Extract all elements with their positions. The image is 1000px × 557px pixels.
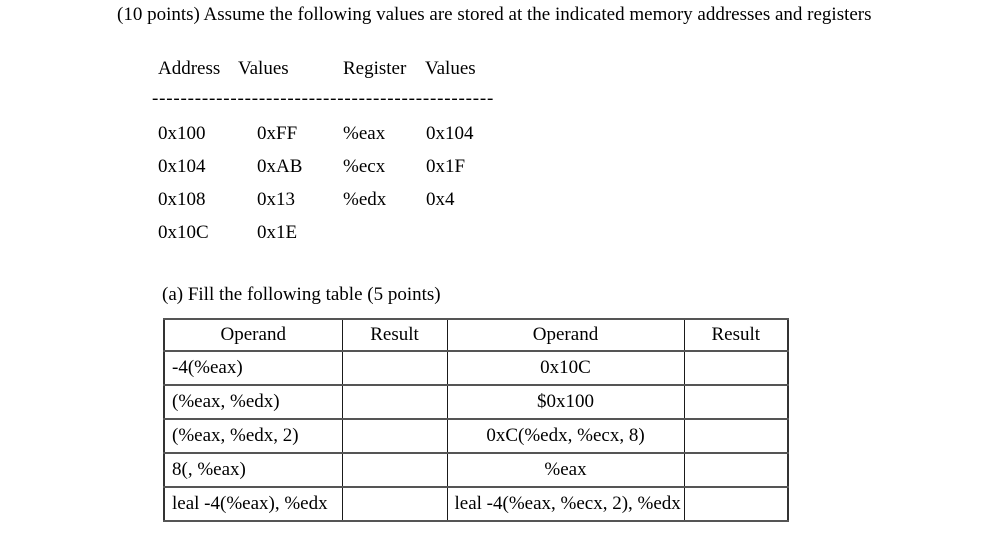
result-header-right: Result bbox=[683, 318, 789, 352]
memory-col-header-register-values: Values bbox=[425, 58, 476, 79]
dashed-divider: ----------------------------------------… bbox=[152, 88, 495, 109]
table-row: 8(, %eax) %eax bbox=[163, 452, 789, 488]
operand-cell: (%eax, %edx) bbox=[163, 384, 343, 420]
result-cell bbox=[683, 384, 789, 420]
memory-value: 0x1E bbox=[257, 222, 298, 243]
memory-listing-header-row: Address Values Register Values bbox=[0, 58, 1000, 82]
result-cell bbox=[341, 486, 448, 522]
memory-value: 0x13 bbox=[257, 189, 295, 210]
memory-col-header-values: Values bbox=[238, 58, 289, 79]
result-cell bbox=[683, 350, 789, 386]
operand-cell: leal -4(%eax, %ecx, 2), %edx bbox=[446, 486, 685, 522]
operand-cell: 0xC(%edx, %ecx, 8) bbox=[446, 418, 685, 454]
result-cell bbox=[683, 486, 789, 522]
register-name: %edx bbox=[343, 189, 387, 210]
result-cell bbox=[683, 418, 789, 454]
result-cell bbox=[341, 384, 448, 420]
result-cell bbox=[341, 418, 448, 454]
memory-row: 0x10C 0x1E bbox=[0, 222, 1000, 246]
memory-row: 0x100 0xFF %eax 0x104 bbox=[0, 123, 1000, 147]
operand-cell: %eax bbox=[446, 452, 685, 488]
part-a-heading: (a) Fill the following table (5 points) bbox=[162, 284, 441, 305]
memory-address: 0x104 bbox=[158, 156, 206, 177]
operand-cell: 0x10C bbox=[446, 350, 685, 386]
table-row: leal -4(%eax), %edx leal -4(%eax, %ecx, … bbox=[163, 486, 789, 522]
register-name: %ecx bbox=[343, 156, 386, 177]
operand-table-header-row: Operand Result Operand Result bbox=[163, 318, 789, 352]
operand-cell: (%eax, %edx, 2) bbox=[163, 418, 343, 454]
memory-address: 0x10C bbox=[158, 222, 209, 243]
register-value: 0x1F bbox=[426, 156, 466, 177]
question-text: (10 points) Assume the following values … bbox=[117, 4, 872, 25]
operand-cell: -4(%eax) bbox=[163, 350, 343, 386]
operand-cell: $0x100 bbox=[446, 384, 685, 420]
operand-result-table: Operand Result Operand Result -4(%eax) 0… bbox=[163, 318, 789, 522]
register-value: 0x104 bbox=[426, 123, 474, 144]
register-value: 0x4 bbox=[426, 189, 455, 210]
result-cell bbox=[683, 452, 789, 488]
operand-cell: leal -4(%eax), %edx bbox=[163, 486, 343, 522]
memory-address: 0x108 bbox=[158, 189, 206, 210]
result-cell bbox=[341, 350, 448, 386]
memory-address: 0x100 bbox=[158, 123, 206, 144]
memory-col-header-register: Register bbox=[343, 58, 407, 79]
table-row: (%eax, %edx, 2) 0xC(%edx, %ecx, 8) bbox=[163, 418, 789, 454]
result-cell bbox=[341, 452, 448, 488]
operand-cell: 8(, %eax) bbox=[163, 452, 343, 488]
operand-header-right: Operand bbox=[446, 318, 685, 352]
operand-header-left: Operand bbox=[163, 318, 343, 352]
result-header-left: Result bbox=[341, 318, 448, 352]
memory-row: 0x108 0x13 %edx 0x4 bbox=[0, 189, 1000, 213]
memory-value: 0xAB bbox=[257, 156, 303, 177]
table-row: (%eax, %edx) $0x100 bbox=[163, 384, 789, 420]
register-name: %eax bbox=[343, 123, 386, 144]
table-row: -4(%eax) 0x10C bbox=[163, 350, 789, 386]
memory-col-header-address: Address bbox=[158, 58, 221, 79]
memory-row: 0x104 0xAB %ecx 0x1F bbox=[0, 156, 1000, 180]
memory-value: 0xFF bbox=[257, 123, 298, 144]
